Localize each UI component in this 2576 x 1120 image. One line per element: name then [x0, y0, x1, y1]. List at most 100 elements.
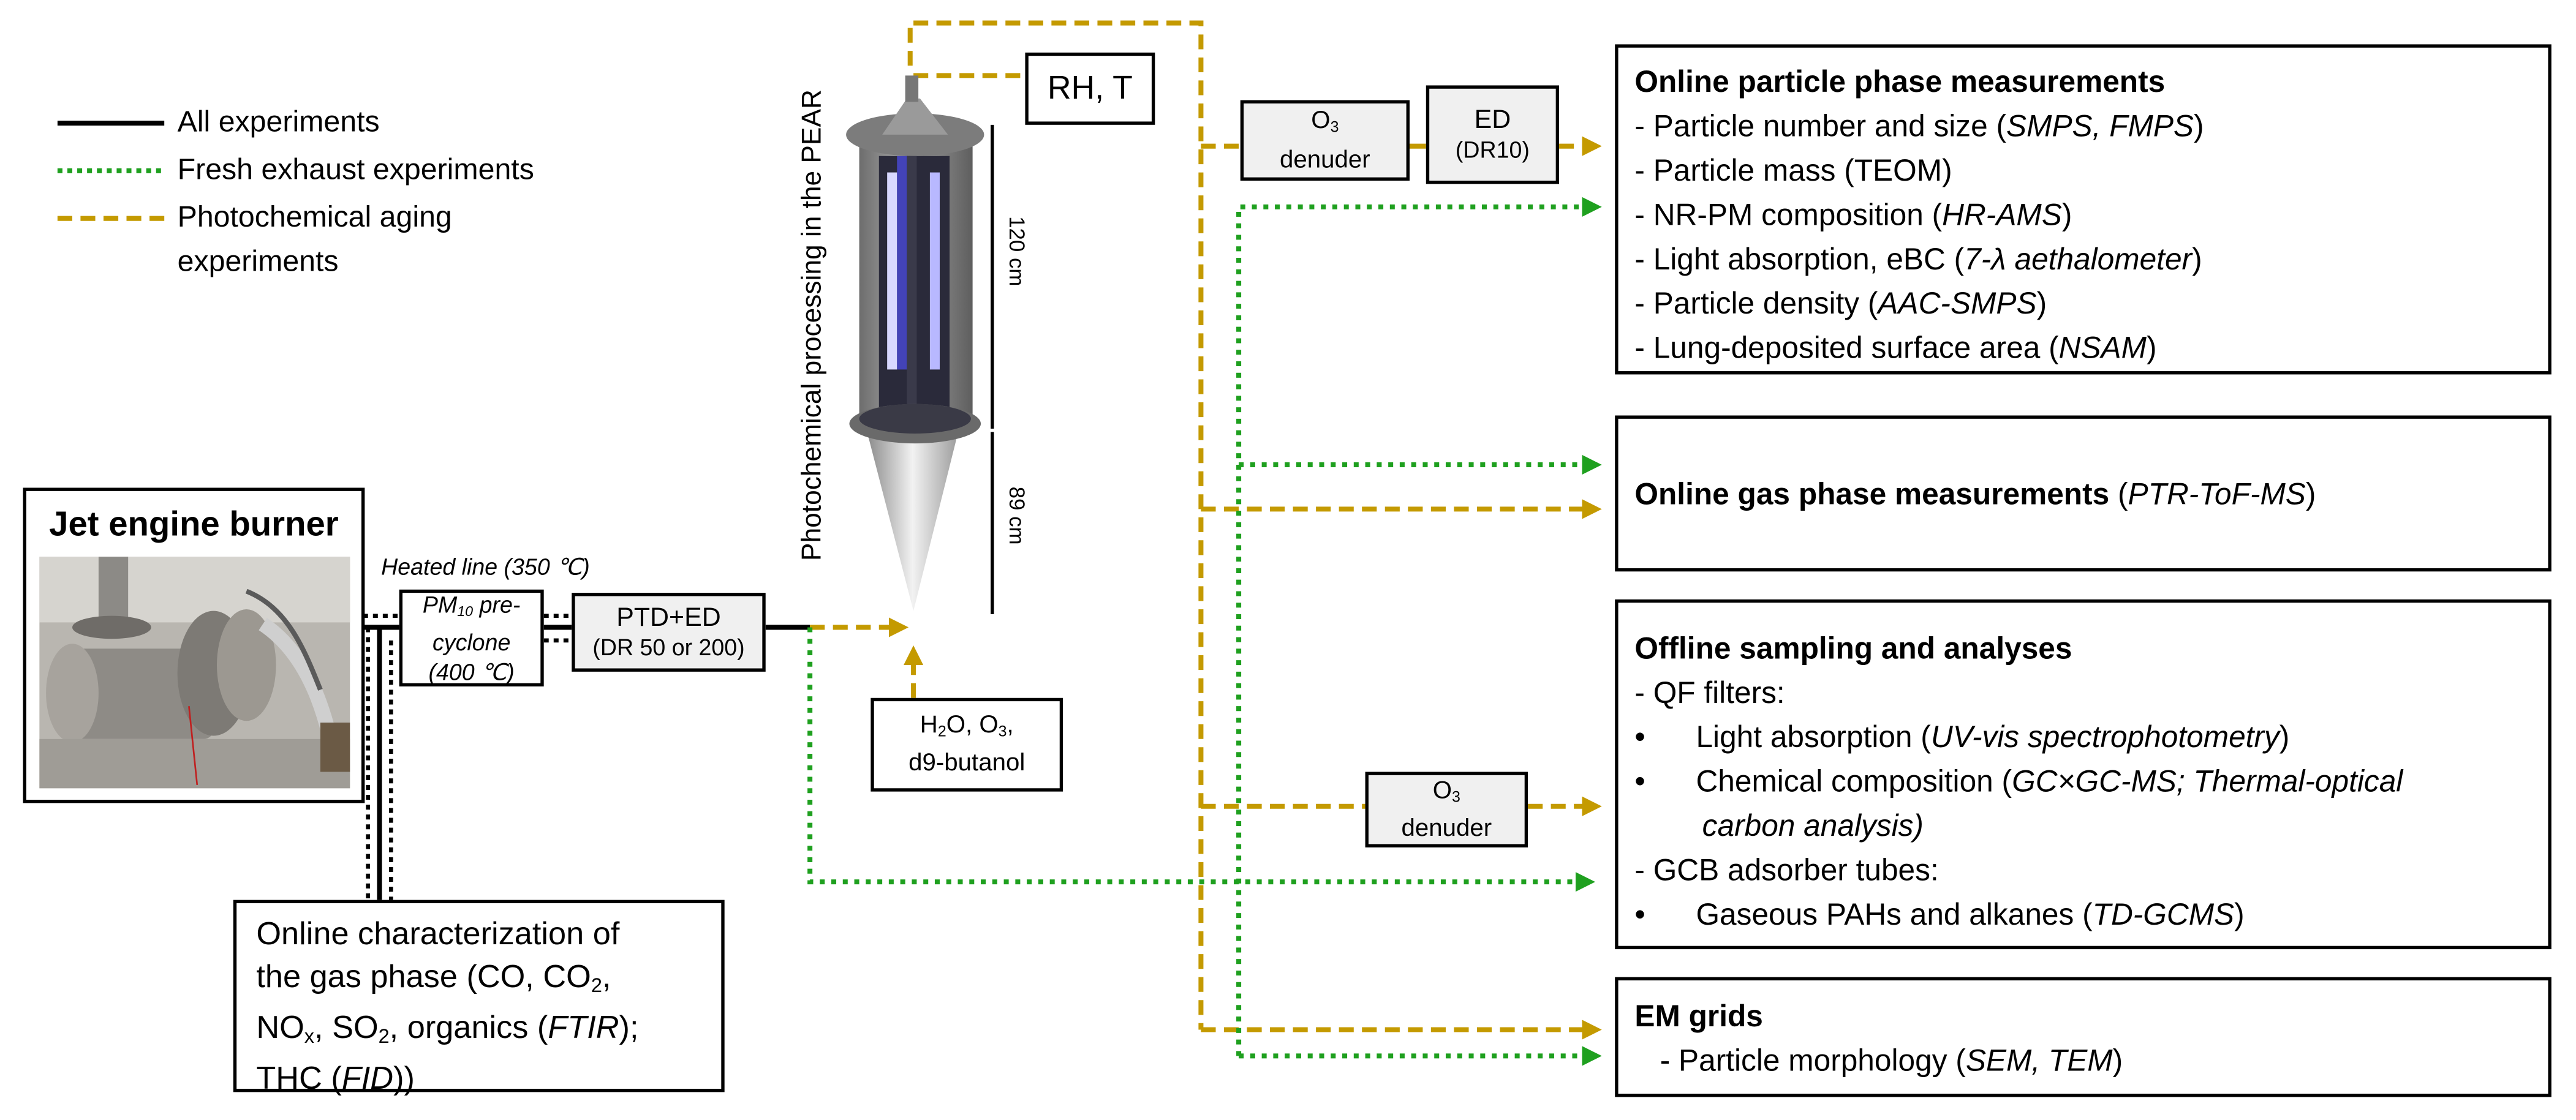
text-segment: - GCB adsorber tubes: [1634, 852, 1939, 887]
fresh-bypass-line [807, 627, 1596, 892]
text-segment: 3 [1452, 788, 1460, 805]
text-segment: x [304, 1024, 315, 1048]
height-label-89: 89 cm [1004, 486, 1030, 545]
text-segment: SEM, TEM [1965, 1042, 2113, 1078]
additives-box: H2O, O3,d9-butanol [871, 697, 1063, 792]
text-line: denuder [1280, 144, 1370, 175]
text-segment: - QF filters: [1634, 675, 1785, 710]
text-line: Online particle phase measurements [1634, 59, 2548, 103]
ptd-label: PTD+ED [616, 604, 721, 633]
ptd-dilution-label: (DR 50 or 200) [592, 634, 745, 661]
text-segment: FTIR [548, 1010, 619, 1047]
text-line: - QF filters: [1634, 670, 2548, 714]
online-particle-box: Online particle phase measurements - Part… [1615, 44, 2551, 375]
text-line: denuder [1401, 813, 1492, 844]
text-segment: d9-butanol [908, 749, 1025, 777]
text-segment: ) [2112, 1042, 2123, 1078]
text-segment: , [602, 959, 611, 996]
pm10-precyclone-box: PM10 pre-cyclone(400 ℃) [399, 589, 544, 686]
text-line: - Particle morphology (SEM, TEM) [1634, 1038, 2548, 1082]
text-segment: , organics ( [389, 1010, 548, 1047]
text-segment: ) [2036, 285, 2047, 320]
text-segment: THC ( [256, 1061, 342, 1097]
text-segment: • Gaseous PAHs and alkanes ( [1634, 896, 2093, 931]
text-segment: ( [2109, 476, 2128, 511]
text-segment: , [1007, 710, 1014, 739]
text-segment: EM grids [1634, 998, 1763, 1033]
text-line: Online characterization of [256, 913, 721, 956]
text-line: - Light absorption, eBC (7-λ aethalomete… [1634, 236, 2548, 280]
offline-sampling-box: Offline sampling and analyses - QF filter… [1615, 599, 2551, 950]
text-segment: AAC-SMPS [1878, 285, 2037, 320]
text-segment: Online particle phase measurements [1634, 64, 2166, 99]
text-line: NOx, SO2, organics (FTIR); [256, 1007, 721, 1058]
text-line: the gas phase (CO, CO2, [256, 956, 721, 1007]
text-line: O3 [1311, 106, 1339, 145]
rh-t-box: RH, T [1025, 52, 1155, 125]
text-segment: pre- [473, 592, 521, 618]
text-segment: UV-vis spectrophotometry [1930, 719, 2279, 754]
text-segment: 7-λ aethalometer [1964, 241, 2193, 276]
text-segment: • Light absorption ( [1634, 719, 1931, 754]
ed-dr10-box: ED (DR10) [1426, 85, 1560, 184]
text-segment: ) [2061, 197, 2072, 232]
text-segment: denuder [1280, 145, 1370, 174]
heated-line-label: Heated line (350 ℃) [381, 553, 590, 580]
text-line: • Chemical composition (GC×GC-MS; Therma… [1634, 759, 2548, 803]
text-line: d9-butanol [908, 748, 1025, 781]
text-line: THC (FID)) [256, 1058, 721, 1100]
ed-dilution-label: (DR10) [1455, 136, 1530, 163]
text-segment: , SO [314, 1010, 379, 1047]
text-segment: - Particle morphology ( [1634, 1042, 1966, 1078]
text-line: - Particle density (AAC-SMPS) [1634, 281, 2548, 325]
em-grids-box: EM grids - Particle morphology (SEM, TEM… [1615, 977, 2551, 1097]
text-segment: FID [341, 1061, 394, 1097]
text-segment: NO [256, 1010, 304, 1047]
text-segment: - Lung-deposited surface area ( [1634, 330, 2059, 365]
fresh-distribution-line [1236, 197, 1602, 1056]
text-segment: ) [2146, 330, 2157, 365]
text-line: (400 ℃) [429, 656, 515, 686]
text-segment: ) [2194, 108, 2204, 143]
text-segment [1634, 808, 1702, 842]
text-segment: 3 [1330, 119, 1339, 136]
text-segment: - Particle mass (TEOM) [1634, 152, 1952, 187]
text-segment: ) [2192, 241, 2202, 276]
text-segment: denuder [1401, 814, 1492, 843]
text-line: Online gas phase measurements (PTR-ToF-M… [1634, 472, 2548, 516]
legend-label-fresh: Fresh exhaust experiments [177, 152, 534, 186]
text-segment: PM [422, 592, 458, 618]
text-segment: - NR-PM composition ( [1634, 197, 1943, 232]
text-line: Offline sampling and analyses [1634, 626, 2548, 670]
online-gas-box: Online gas phase measurements (PTR-ToF-M… [1615, 415, 2551, 572]
text-line: • Gaseous PAHs and alkanes (TD-GCMS) [1634, 892, 2548, 936]
ptd-ed-box: PTD+ED (DR 50 or 200) [572, 593, 766, 672]
rh-t-label: RH, T [1047, 69, 1133, 106]
jet-engine-burner-photo [39, 557, 350, 789]
text-line: PM10 pre- [423, 590, 520, 626]
text-line: - Lung-deposited surface area (NSAM) [1634, 325, 2548, 369]
aging-outlet-line [907, 20, 1204, 1030]
pear-reactor-image [846, 75, 984, 611]
text-segment: PTR-ToF-MS [2128, 476, 2306, 511]
text-segment: - Particle density ( [1634, 285, 1878, 320]
text-segment: ) [2279, 719, 2290, 754]
text-segment: O, O [946, 710, 999, 739]
burner-title: Jet engine burner [49, 505, 339, 544]
text-segment: carbon analysis) [1702, 808, 1924, 843]
pear-label: Photochemical processing in the PEAR [798, 89, 828, 561]
text-line: - GCB adsorber tubes: [1634, 848, 2548, 892]
jet-engine-burner-box: Jet engine burner [23, 487, 365, 803]
text-segment: ) [2305, 476, 2316, 511]
text-segment: O [1432, 776, 1452, 805]
text-segment: ) [2234, 896, 2245, 931]
text-segment: 2 [937, 723, 946, 740]
text-segment: TD-GCMS [2092, 896, 2235, 931]
text-segment: 2 [378, 1024, 390, 1048]
legend-label-aging-cont: experiments [177, 244, 339, 278]
text-segment: ); [619, 1010, 639, 1047]
height-label-120: 120 cm [1004, 216, 1030, 287]
